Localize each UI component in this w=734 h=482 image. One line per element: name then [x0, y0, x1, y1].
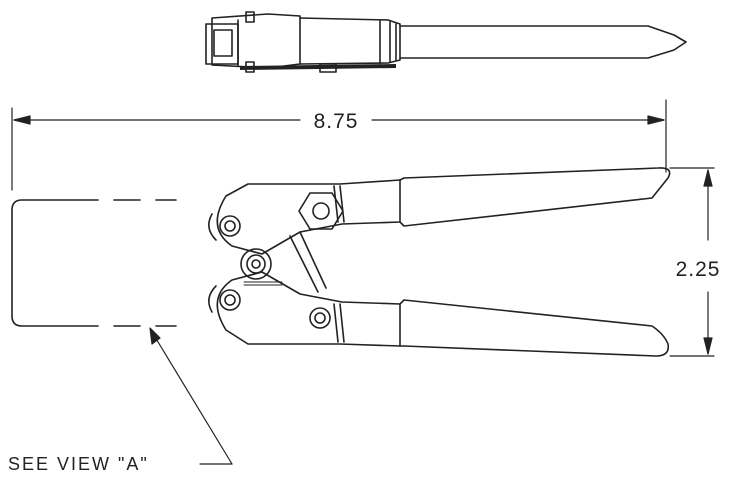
hex-nut: [298, 192, 344, 230]
jaw-envelope: [11, 199, 177, 327]
lower-jaw-bolt: [219, 289, 241, 311]
overall-length-dimension: [11, 99, 667, 191]
handle-spread-label: 2.25: [676, 258, 721, 281]
top-view: [205, 11, 687, 73]
pivot-die: [240, 248, 283, 286]
handle-spread-dimension: [669, 167, 715, 357]
arrowhead-left: [13, 115, 31, 125]
linkage-bar: [289, 235, 319, 293]
lower-jaw-plate: [216, 271, 401, 347]
arrowhead-top: [703, 169, 713, 187]
arrowhead-bottom: [703, 337, 713, 355]
side-view: [11, 167, 671, 357]
lower-bolt: [309, 307, 331, 329]
view-a-leader: [149, 327, 233, 465]
see-view-a-callout: SEE VIEW "A": [8, 454, 149, 474]
arrowhead-right: [647, 115, 665, 125]
upper-jaw-plate: [216, 179, 401, 255]
upper-handle: [399, 167, 671, 227]
overall-length-label: 8.75: [314, 110, 359, 133]
leader-arrowhead: [149, 327, 161, 345]
upper-jaw-bolt: [219, 215, 241, 237]
lower-handle: [399, 299, 670, 357]
